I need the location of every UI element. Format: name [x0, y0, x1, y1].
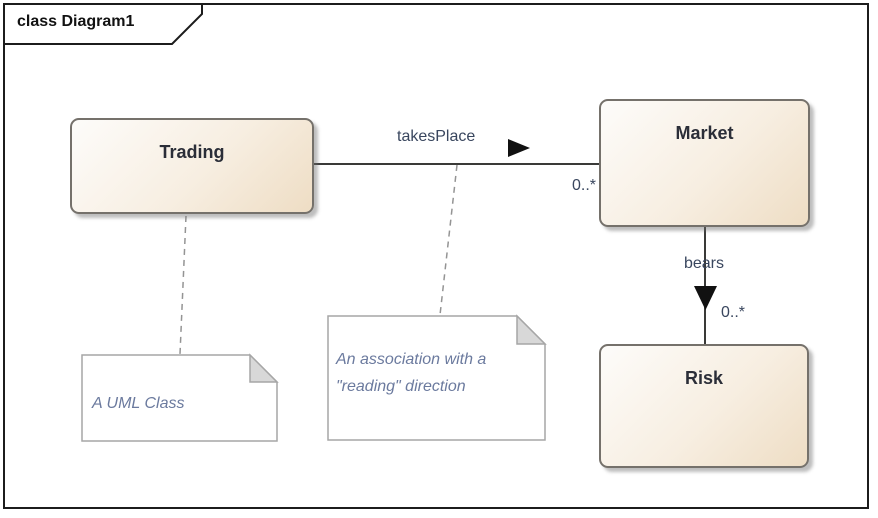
class-market-name: Market — [675, 123, 734, 143]
association-name-bears[interactable]: bears — [683, 255, 725, 272]
multiplicity-market-end[interactable]: 0..* — [571, 177, 596, 194]
note-anchor-trading[interactable] — [179, 215, 187, 355]
reading-direction-arrow-down-icon — [694, 286, 717, 310]
frame-tab — [3, 3, 203, 45]
note-anchor-association[interactable] — [439, 164, 458, 316]
association-name-takesplace[interactable]: takesPlace — [397, 128, 476, 145]
note-uml-class[interactable] — [81, 354, 278, 442]
reading-direction-arrow-right-icon — [508, 139, 530, 157]
note-reading-direction-fold-icon — [516, 314, 547, 345]
multiplicity-risk-end[interactable]: 0..* — [721, 304, 746, 321]
class-risk-name: Risk — [684, 368, 724, 388]
note-uml-class-text: A UML Class — [92, 395, 185, 412]
note-reading-direction-text: An association with a "reading" directio… — [336, 351, 487, 395]
note-reading-direction[interactable] — [327, 315, 546, 441]
class-trading[interactable]: Trading — [70, 118, 314, 214]
class-trading-name: Trading — [159, 142, 225, 162]
class-market[interactable]: Market — [599, 99, 810, 227]
frame-tab-label: class Diagram1 — [17, 13, 135, 30]
note-uml-class-fold-icon — [249, 353, 279, 383]
class-risk[interactable]: Risk — [599, 344, 809, 468]
